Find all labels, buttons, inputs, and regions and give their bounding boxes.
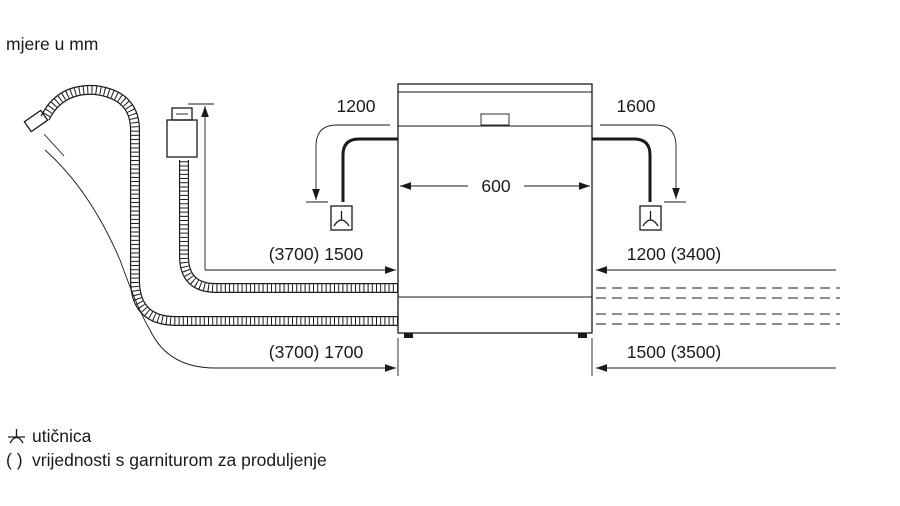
right-upper-dimension: 1200 (3400) (596, 244, 836, 274)
foot-left (404, 333, 413, 338)
right-power-cable: 1600 (592, 96, 680, 202)
drain-hose-end (23, 109, 49, 133)
socket-legend-label: utičnica (32, 426, 92, 446)
left-lower-label: (3700) 1700 (269, 342, 364, 362)
right-extension-lines (596, 287, 840, 325)
left-lower-dimension: (3700) 1700 (44, 149, 399, 376)
left-connection-label: 1200 (337, 96, 376, 116)
left-upper-label: (3700) 1500 (269, 244, 364, 264)
legend: utičnica ( ) vrijednosti s garniturom za… (6, 426, 327, 470)
right-upper-label: 1200 (3400) (627, 244, 721, 264)
inlet-hose (166, 107, 398, 293)
units-note: mjere u mm (6, 34, 98, 54)
left-power-cable: 1200 (312, 96, 398, 202)
dishwasher (397, 83, 593, 338)
socket-legend-icon (8, 429, 25, 444)
left-upper-dimension: (3700) 1500 (188, 103, 396, 274)
right-lower-dimension: 1500 (3500) (591, 338, 836, 376)
brackets-legend-symbol: ( ) (6, 450, 23, 470)
left-socket-icon (306, 201, 353, 231)
width-label: 600 (481, 176, 510, 196)
right-socket-icon (639, 201, 686, 231)
foot-right (578, 333, 587, 338)
width-dimension: 600 (400, 176, 590, 196)
control-panel-display (480, 113, 510, 126)
right-lower-label: 1500 (3500) (627, 342, 721, 362)
right-connection-label: 1600 (617, 96, 656, 116)
drain-hose (23, 84, 398, 326)
brackets-legend-label: vrijednosti s garniturom za produljenje (32, 450, 327, 470)
aquastop-valve (166, 119, 198, 158)
